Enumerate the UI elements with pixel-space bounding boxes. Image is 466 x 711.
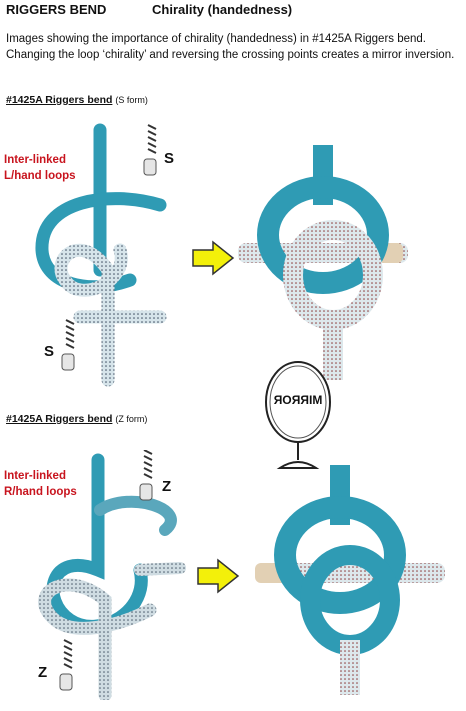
page-subtitle: Chirality (handedness)	[152, 2, 293, 17]
twist-letter-bottom-s: S	[44, 343, 55, 360]
section-form-label: (S form)	[115, 95, 148, 105]
twist-letter-top-s: S	[164, 150, 175, 167]
section-heading-s: #1425A Riggers bend (S form)	[6, 94, 148, 106]
mirror-text: MIRROR	[273, 393, 323, 407]
loop-label-line1: Inter-linked	[4, 154, 66, 166]
loop-label-s: Inter-linked L/hand loops	[4, 152, 76, 184]
loop-label-line1: Inter-linked	[4, 470, 66, 482]
s-form-open-loops-image	[35, 123, 167, 387]
loop-label-z: Inter-linked R/hand loops	[4, 468, 77, 500]
mirror-icon	[265, 361, 331, 469]
z-form-open-loops-image	[38, 450, 186, 700]
intro-paragraph: Images showing the importance of chirali…	[6, 33, 455, 61]
twist-letter-bottom-z: Z	[38, 664, 48, 681]
arrow-right-icon	[192, 240, 235, 276]
s-form-tied-knot-image	[238, 145, 408, 380]
section-heading-title: #1425A Riggers bend	[6, 94, 113, 106]
arrow-right-icon	[197, 558, 240, 594]
page-title: RIGGERS BEND	[6, 2, 107, 17]
section-heading-z: #1425A Riggers bend (Z form)	[6, 413, 147, 425]
twist-letter-top-z: Z	[162, 478, 172, 495]
loop-label-line2: R/hand loops	[4, 486, 77, 498]
section-form-label: (Z form)	[115, 414, 148, 424]
z-form-tied-knot-image	[255, 465, 445, 695]
loop-label-line2: L/hand loops	[4, 170, 76, 182]
section-heading-title: #1425A Riggers bend	[6, 413, 113, 425]
